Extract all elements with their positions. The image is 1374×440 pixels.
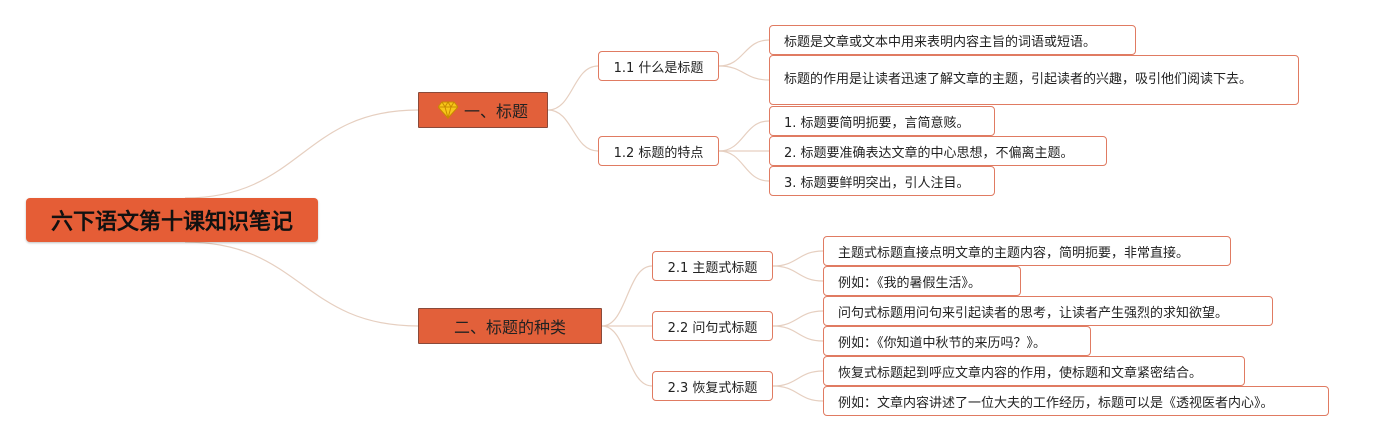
topic-question-title[interactable]: 2.2 问句式标题 <box>652 311 773 341</box>
topic-1-2-to-leaf-1-connector <box>718 120 770 152</box>
leaf-feature-3-text: 3. 标题要鲜明突出，引人注目。 <box>784 175 970 191</box>
leaf-feature-1[interactable]: 1. 标题要简明扼要，言简意赅。 <box>769 106 995 136</box>
gem-icon <box>437 101 458 119</box>
topic-1-1-to-leaf-1-connector <box>718 39 770 67</box>
leaf-theme-example-text: 例如：《我的暑假生活》。 <box>838 275 982 291</box>
branch-title-types-label: 二、标题的种类 <box>453 318 566 337</box>
branch-1-to-topic-2-connector <box>547 109 599 152</box>
leaf-echo-desc-text: 恢复式标题起到呼应文章内容的作用，使标题和文章紧密结合。 <box>838 365 1203 381</box>
leaf-question-example-text: 例如：《你知道中秋节的来历吗？》。 <box>838 335 1047 351</box>
leaf-echo-desc[interactable]: 恢复式标题起到呼应文章内容的作用，使标题和文章紧密结合。 <box>823 356 1245 386</box>
root-to-branch-2-connector <box>184 241 419 327</box>
leaf-echo-example[interactable]: 例如：文章内容讲述了一位大夫的工作经历，标题可以是《透视医者内心》。 <box>823 386 1329 416</box>
leaf-theme-desc[interactable]: 主题式标题直接点明文章的主题内容，简明扼要，非常直接。 <box>823 236 1231 266</box>
leaf-echo-example-text: 例如：文章内容讲述了一位大夫的工作经历，标题可以是《透视医者内心》。 <box>838 395 1274 411</box>
branch-2-to-topic-3-connector <box>601 325 653 387</box>
topic-2-1-to-leaf-2-connector <box>772 265 824 282</box>
topic-2-3-to-leaf-2-connector <box>772 385 824 402</box>
topic-1-2-to-leaf-3-connector <box>718 150 770 182</box>
branch-title-label: 一、标题 <box>463 102 528 121</box>
topic-what-is-title-label: 1.1 什么是标题 <box>613 60 704 76</box>
root-to-branch-1-connector <box>184 109 419 199</box>
branch-2-to-topic-1-connector <box>601 265 653 327</box>
leaf-theme-example[interactable]: 例如：《我的暑假生活》。 <box>823 266 1021 296</box>
leaf-question-desc-text: 问句式标题用问句来引起读者的思考，让读者产生强烈的求知欲望。 <box>838 305 1229 321</box>
topic-2-2-to-leaf-1-connector <box>772 310 824 327</box>
leaf-question-desc[interactable]: 问句式标题用问句来引起读者的思考，让读者产生强烈的求知欲望。 <box>823 296 1273 326</box>
branch-title[interactable]: 一、标题 <box>418 92 548 128</box>
leaf-feature-3[interactable]: 3. 标题要鲜明突出，引人注目。 <box>769 166 995 196</box>
topic-echo-title[interactable]: 2.3 恢复式标题 <box>652 371 773 401</box>
root-topic-label: 六下语文第十课知识笔记 <box>50 210 293 235</box>
topic-title-features[interactable]: 1.2 标题的特点 <box>598 136 719 166</box>
leaf-feature-2[interactable]: 2. 标题要准确表达文章的中心思想，不偏离主题。 <box>769 136 1107 166</box>
topic-2-2-to-leaf-2-connector <box>772 325 824 342</box>
topic-echo-title-label: 2.3 恢复式标题 <box>667 380 758 396</box>
leaf-theme-desc-text: 主题式标题直接点明文章的主题内容，简明扼要，非常直接。 <box>838 245 1190 261</box>
leaf-title-definition-text: 标题是文章或文本中用来表明内容主旨的词语或短语。 <box>784 34 1097 50</box>
leaf-question-example[interactable]: 例如：《你知道中秋节的来历吗？》。 <box>823 326 1091 356</box>
topic-what-is-title[interactable]: 1.1 什么是标题 <box>598 51 719 81</box>
root-topic[interactable]: 六下语文第十课知识笔记 <box>26 198 318 242</box>
topic-title-features-label: 1.2 标题的特点 <box>613 145 704 161</box>
branch-1-to-topic-1-connector <box>547 65 599 111</box>
topic-theme-title-label: 2.1 主题式标题 <box>667 260 758 276</box>
topic-1-1-to-leaf-2-connector <box>718 65 770 81</box>
leaf-title-purpose-text: 标题的作用是让读者迅速了解文章的主题，引起读者的兴趣，吸引他们阅读下去。 <box>784 72 1253 87</box>
branch-title-types[interactable]: 二、标题的种类 <box>418 308 602 344</box>
topic-theme-title[interactable]: 2.1 主题式标题 <box>652 251 773 281</box>
topic-question-title-label: 2.2 问句式标题 <box>667 320 758 336</box>
leaf-feature-2-text: 2. 标题要准确表达文章的中心思想，不偏离主题。 <box>784 145 1074 161</box>
leaf-feature-1-text: 1. 标题要简明扼要，言简意赅。 <box>784 115 970 131</box>
leaf-title-definition[interactable]: 标题是文章或文本中用来表明内容主旨的词语或短语。 <box>769 25 1136 55</box>
topic-2-3-to-leaf-1-connector <box>772 370 824 387</box>
topic-2-1-to-leaf-1-connector <box>772 250 824 267</box>
leaf-title-purpose[interactable]: 标题的作用是让读者迅速了解文章的主题，引起读者的兴趣，吸引他们阅读下去。 <box>769 55 1299 105</box>
